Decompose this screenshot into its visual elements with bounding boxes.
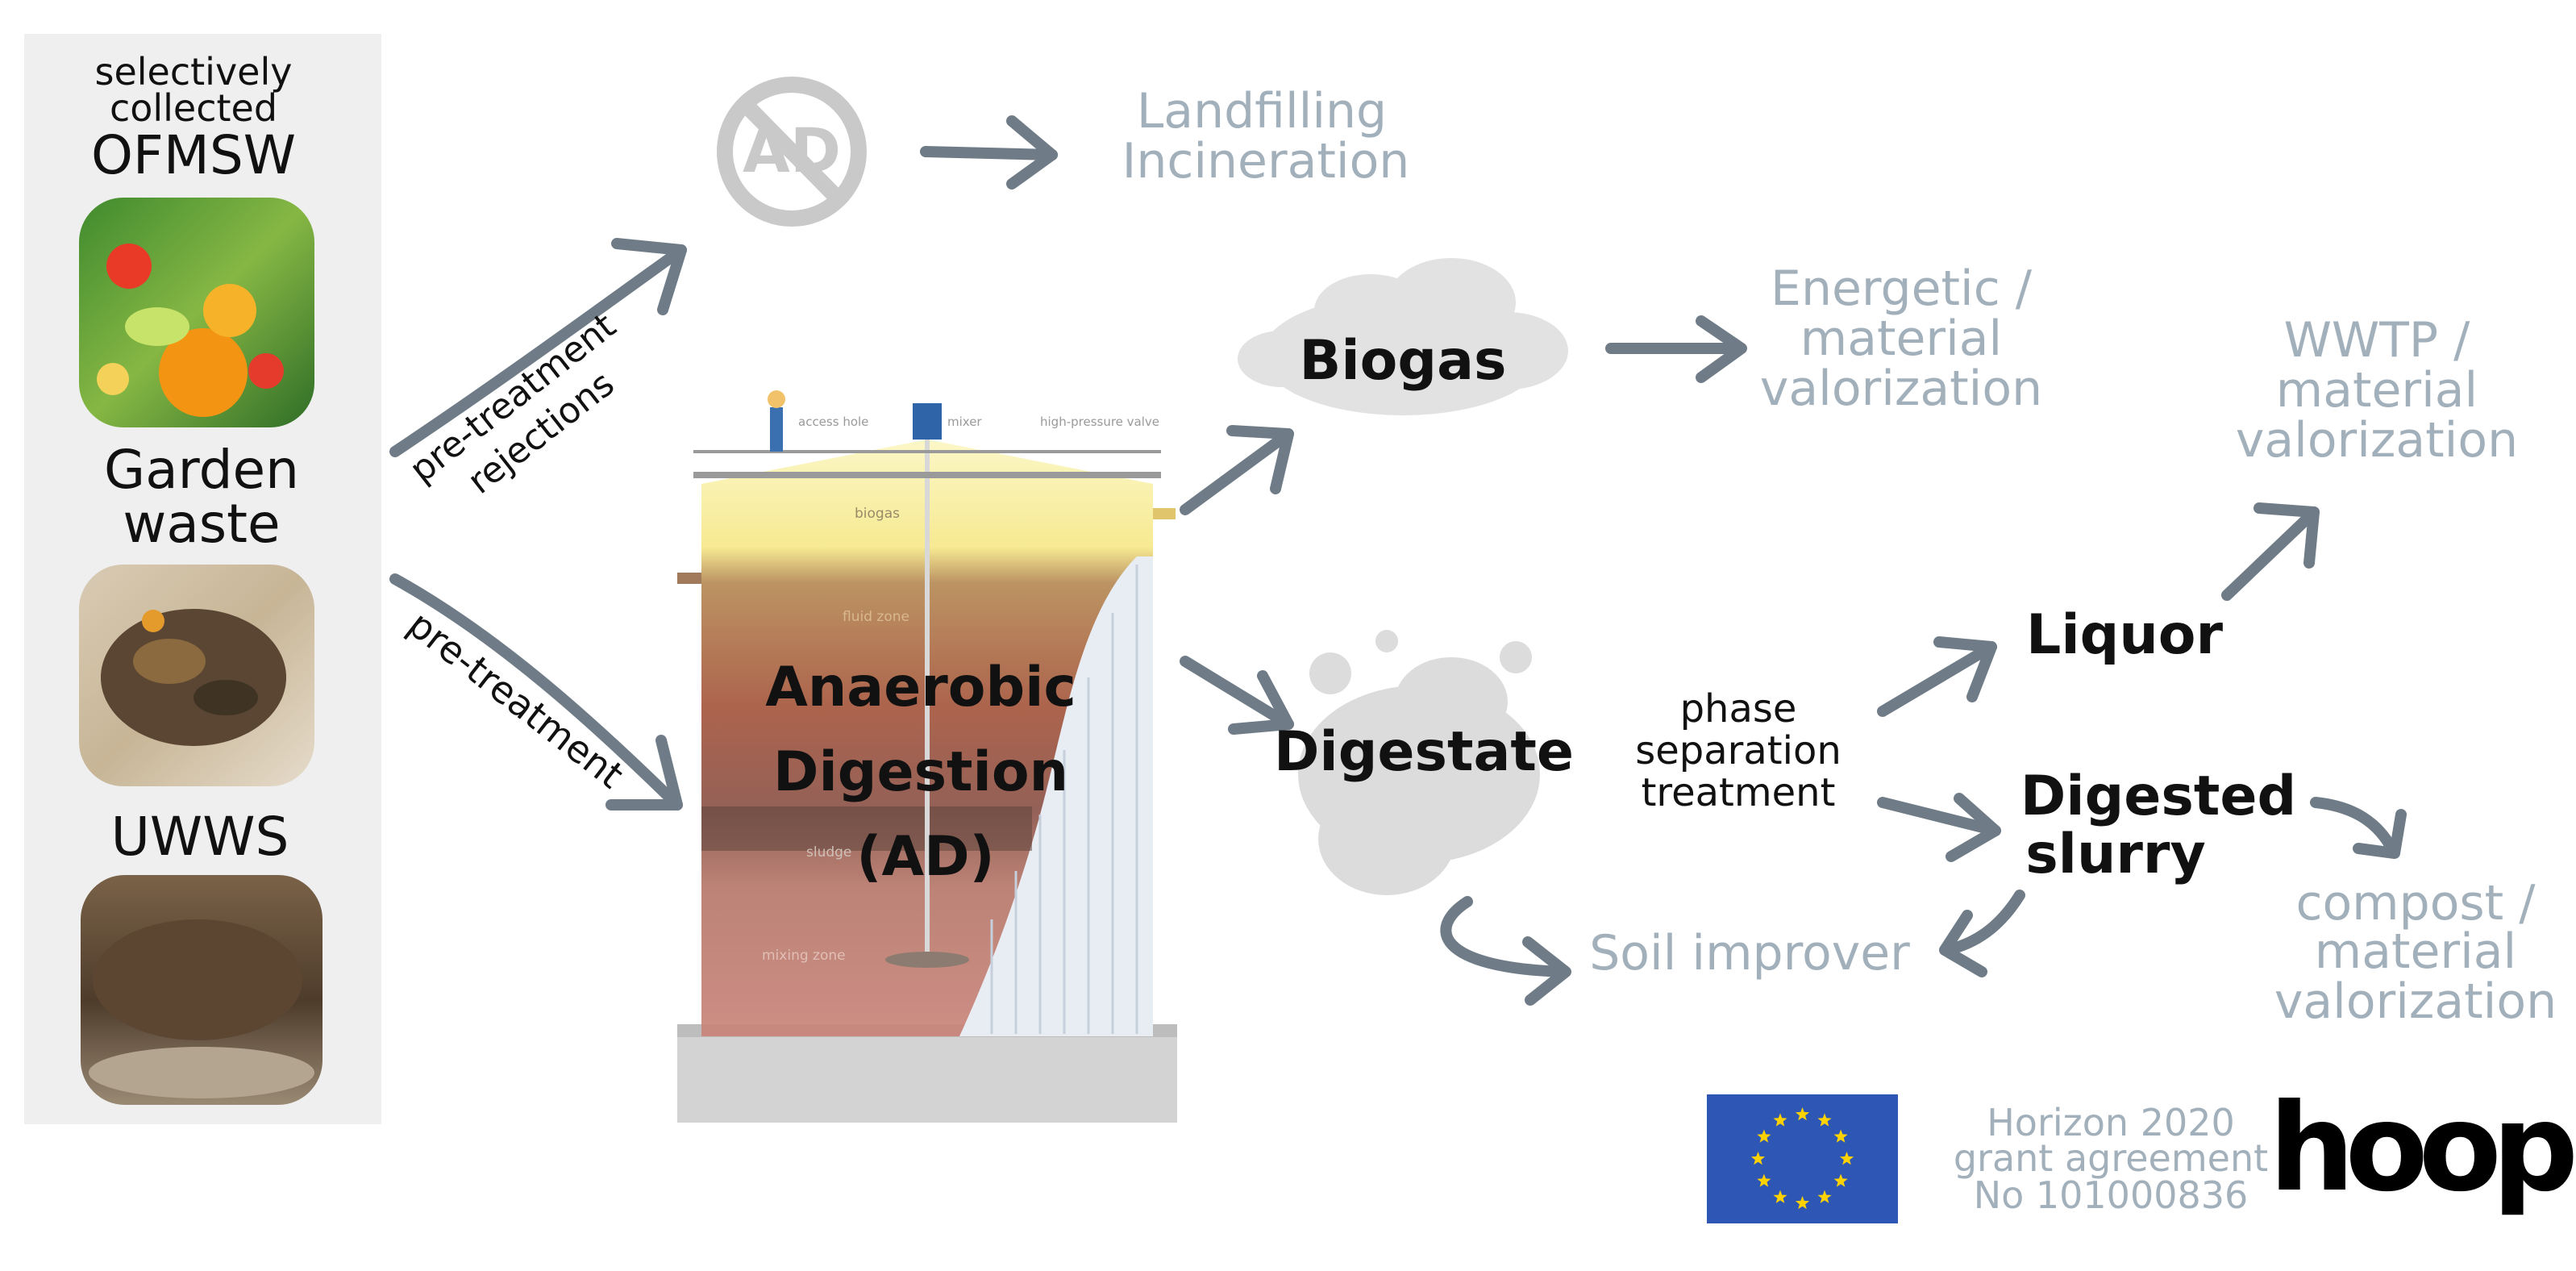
landfill-label-line2: Incineration — [1122, 133, 1410, 190]
digester-biogas-label: biogas — [855, 506, 900, 522]
digester-title-line3: (AD) — [856, 825, 994, 889]
arrow-pretreatment — [389, 573, 683, 811]
digestate-splash-shape — [1298, 630, 1540, 895]
energy-output-line2: material — [1800, 310, 2002, 367]
eu-star-icon — [1817, 1113, 1832, 1127]
arrow-biogas-to-energy — [1605, 315, 1747, 383]
digester-mixing-zone-label: mixing zone — [762, 948, 846, 964]
slurry-label-line2: slurry — [2025, 823, 2206, 886]
hoop-logo: hoop — [2269, 1078, 2576, 1219]
soil-improver-label: Soil improver — [1589, 925, 1910, 981]
eu-star-icon — [1839, 1152, 1854, 1165]
digester-title-line2: Digestion — [773, 740, 1068, 804]
eu-star-icon — [1773, 1113, 1787, 1127]
wwtp-output-line3: valorization — [2236, 412, 2518, 469]
arrow-to-liquor — [1877, 636, 1997, 717]
funding-line1: Horizon 2020 — [1987, 1101, 2235, 1144]
compost-output-line1: compost / — [2295, 875, 2536, 931]
eu-star-icon — [1833, 1173, 1848, 1187]
arrow-to-landfill — [920, 115, 1058, 190]
digester-access-hole-label: access hole — [798, 415, 868, 429]
landfill-label-line1: Landfilling — [1137, 83, 1387, 140]
eu-star-icon — [1817, 1190, 1832, 1203]
digester-title-line1: Anaerobic — [765, 656, 1076, 719]
funding-line2: grant agreement — [1954, 1136, 2268, 1180]
energy-output-line3: valorization — [1760, 360, 2042, 417]
arrow-digestate-to-soil — [1440, 896, 1571, 1006]
liquor-label: Liquor — [2026, 603, 2223, 667]
garden-label-line1: Garden — [104, 439, 299, 501]
compost-output-line3: valorization — [2274, 973, 2557, 1030]
biogas-label: Biogas — [1300, 329, 1507, 393]
arrow-to-slurry — [1877, 793, 2001, 862]
ofmsw-label-line1: selectively — [95, 50, 293, 94]
no-ad-icon: AD — [717, 77, 867, 227]
uwws-sludge-image — [81, 875, 323, 1105]
hoop-logo-text: hoop — [2269, 1078, 2574, 1219]
eu-star-icon — [1833, 1129, 1848, 1143]
arrow-pretreatment-rejections — [389, 238, 687, 457]
phase-separation-line3: treatment — [1642, 770, 1836, 815]
wwtp-output-line1: WWTP / — [2284, 312, 2471, 369]
arrow-slurry-to-compost — [2310, 797, 2407, 859]
eu-star-icon — [1773, 1190, 1787, 1203]
eu-star-icon — [1750, 1152, 1766, 1165]
digester-mixer-label: mixer — [947, 415, 982, 429]
compost-output-line2: material — [2315, 923, 2516, 980]
digester-high-pressure-valve-label: high-pressure valve — [1040, 415, 1159, 429]
digester-sludge-label: sludge — [806, 844, 851, 861]
arrow-slurry-to-soil — [1939, 890, 2025, 977]
food-waste-image — [79, 198, 314, 427]
ofmsw-label: OFMSW — [91, 124, 296, 186]
wwtp-output-line2: material — [2276, 362, 2478, 419]
eu-star-icon — [1757, 1129, 1771, 1143]
funding-line3: No 101000836 — [1974, 1173, 2249, 1217]
arrow-liquor-to-wwtp — [2221, 502, 2320, 601]
phase-separation-line1: phase — [1680, 686, 1797, 731]
eu-star-icon — [1795, 1196, 1810, 1210]
uwws-label: UWWS — [111, 806, 289, 868]
digester-fluid-zone-label: fluid zone — [843, 609, 909, 625]
garden-waste-image — [79, 565, 314, 786]
slurry-label-line1: Digested — [2020, 765, 2296, 828]
eu-star-icon — [1795, 1107, 1810, 1121]
arrow-to-biogas — [1180, 425, 1294, 515]
energy-output-line1: Energetic / — [1771, 260, 2033, 317]
arrow-to-digestate — [1180, 656, 1294, 735]
digestate-label: Digestate — [1274, 720, 1574, 784]
ofmsw-label-line2: collected — [110, 86, 277, 130]
digester-illustration: access hole mixer high-pressure valve bi… — [677, 390, 1177, 1123]
biogas-cloud-shape — [1238, 258, 1568, 415]
pretreatment-label: pre-treatment — [400, 602, 632, 797]
eu-star-icon — [1757, 1173, 1771, 1187]
garden-label-line2: waste — [123, 493, 280, 555]
eu-flag-icon — [1707, 1094, 1898, 1223]
phase-separation-line2: separation — [1635, 728, 1841, 773]
